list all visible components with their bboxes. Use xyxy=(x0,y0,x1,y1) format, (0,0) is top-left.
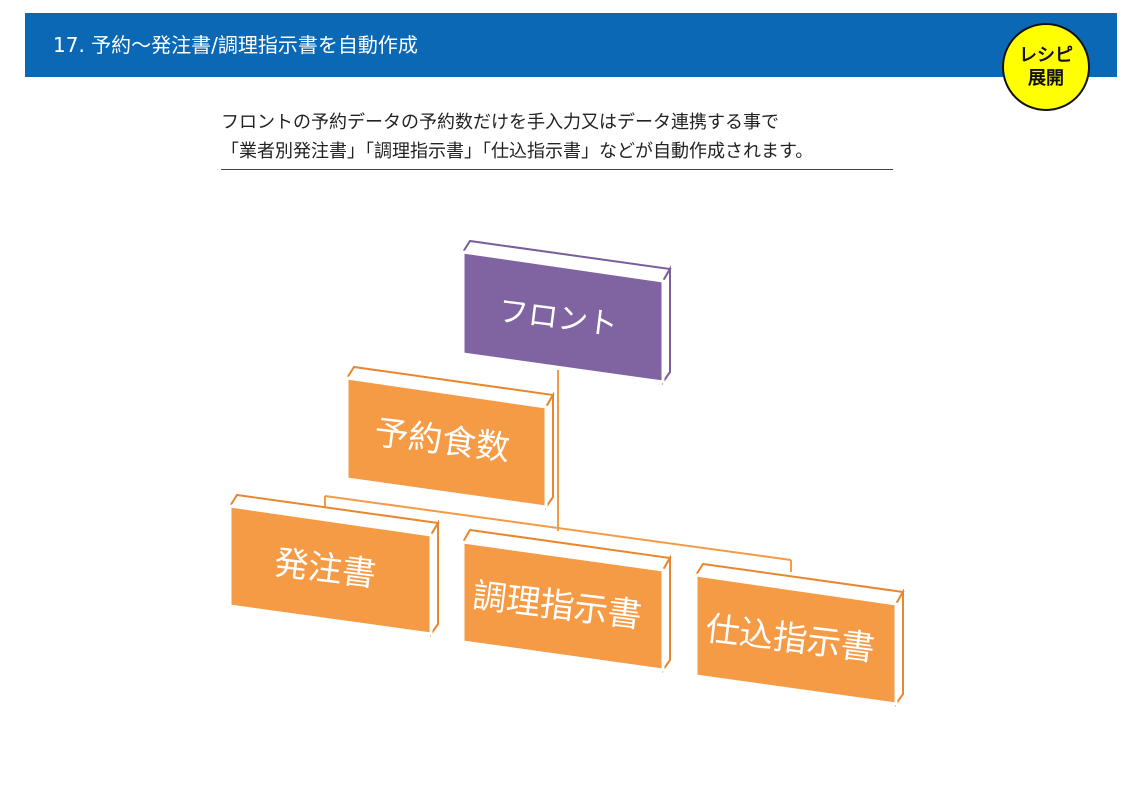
badge-line-1: レシピ xyxy=(1019,45,1073,66)
meal-count-box: 予約食数 xyxy=(345,365,555,511)
prep-instructions-box: 仕込指示書 xyxy=(694,562,905,708)
intro-text: フロントの予約データの予約数だけを手入力又はデータ連携する事で 「業者別発注書」… xyxy=(221,108,893,170)
connector-branch xyxy=(324,495,792,561)
cooking-instructions-box: 調理指示書 xyxy=(461,528,672,674)
front-box: フロント xyxy=(461,239,672,386)
intro-line-2: 「業者別発注書」「調理指示書」「仕込指示書」などが自動作成されます。 xyxy=(221,141,814,162)
purchase-order-box: 発注書 xyxy=(228,493,440,638)
intro-line-1: フロントの予約データの予約数だけを手入力又はデータ連携する事で xyxy=(221,112,779,133)
recipe-badge: レシピ 展開 xyxy=(1002,23,1090,111)
header-bar: 17. 予約～発注書/調理指示書を自動作成 xyxy=(25,13,1117,77)
connectors xyxy=(324,370,792,572)
badge-line-2: 展開 xyxy=(1028,68,1064,89)
page-title: 17. 予約～発注書/調理指示書を自動作成 xyxy=(53,33,418,57)
